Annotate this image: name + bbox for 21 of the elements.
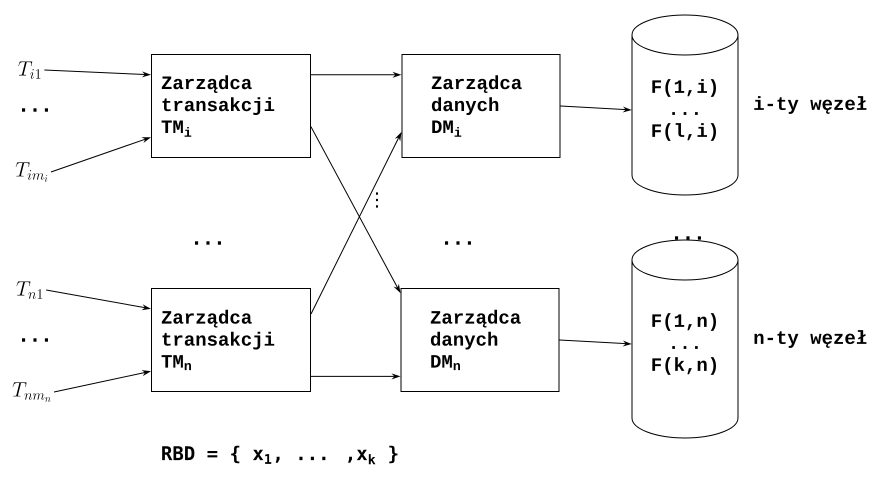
terminal-label: $T_{i1}$	[18, 61, 40, 79]
text-label: ...	[22, 338, 48, 342]
text-label: ...	[22, 108, 48, 112]
manager-box: Zarządca danych DM$_{i}$	[402, 54, 560, 158]
manager-box: Zarządca danych DM$_{n}$	[400, 288, 560, 392]
node-caption: i-ty węzeł	[754, 96, 866, 114]
text-label: ...	[445, 241, 471, 245]
node-caption: n-ty węzeł	[754, 330, 866, 348]
node-label: F(1,i) ... F(l,i)	[652, 79, 716, 141]
terminal-label: $T_{im_i}$	[16, 162, 48, 182]
database-cylinder: F(1,n) ... F(k,n)	[632, 240, 738, 438]
terminal-label: $T_{nm_n}$	[12, 382, 51, 402]
terminal-label: $T_{n1}$	[16, 281, 42, 299]
node-label: F(1,n) ... F(k,n)	[652, 313, 716, 375]
text-label: RBD = { x$_{1}$, ... ,x$_{k}$ }	[162, 446, 398, 464]
text-label: ...	[675, 236, 701, 240]
database-cylinder: F(1,i) ... F(l,i)	[632, 14, 738, 196]
manager-box: Zarządca transakcji TM$_{i}$	[151, 54, 311, 158]
manager-box: Zarządca transakcji TM$_{n}$	[151, 288, 311, 392]
text-label: ⋮	[376, 192, 378, 208]
text-label: ...	[195, 241, 221, 245]
